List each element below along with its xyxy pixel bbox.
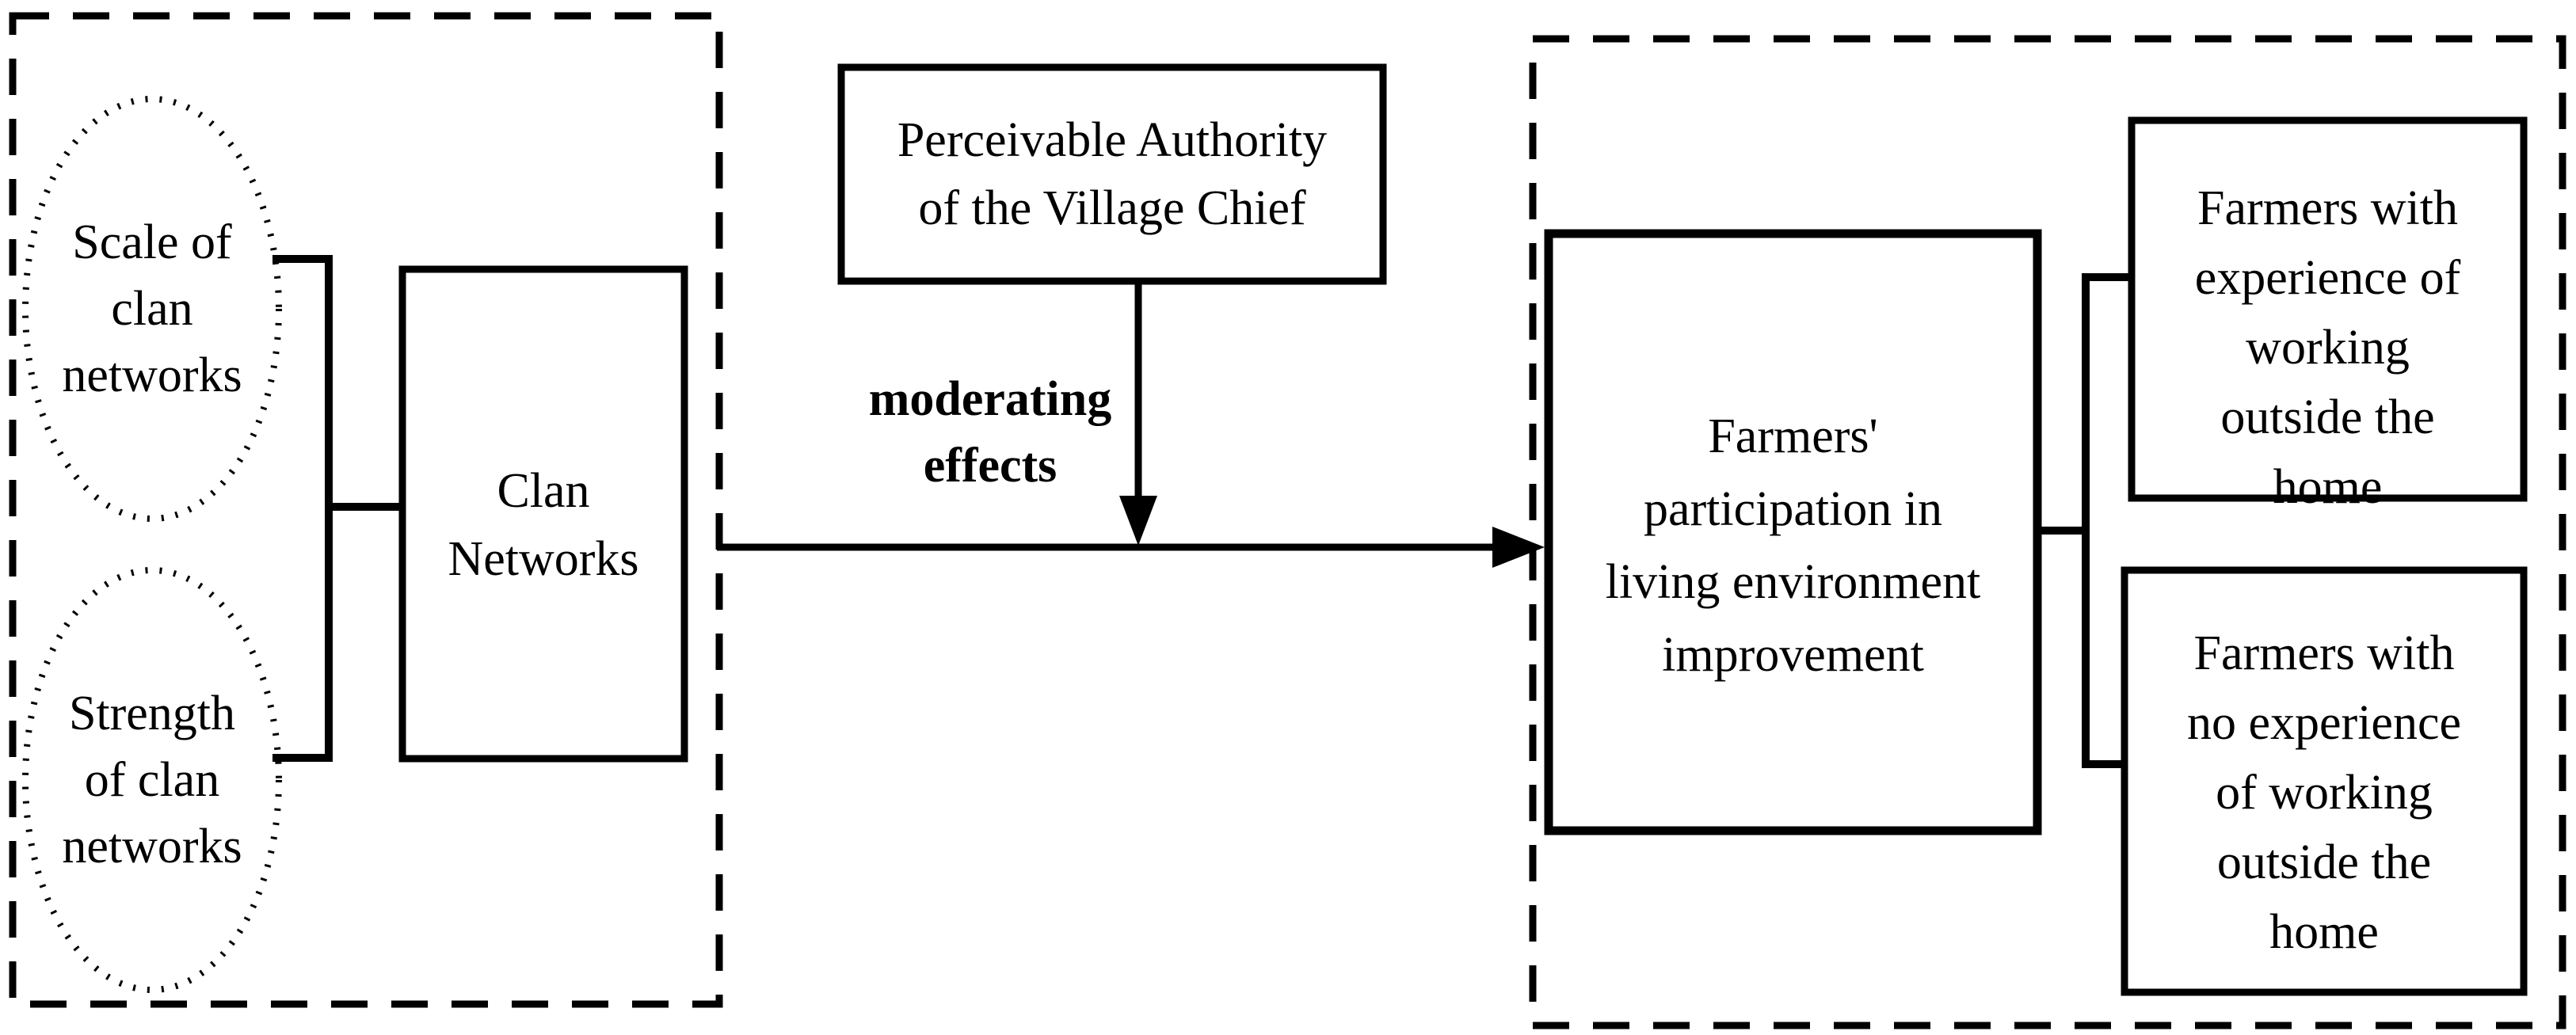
experience-box-label: Farmers with experience of working outsi… bbox=[2132, 120, 2524, 514]
no-experience-box-label: Farmers with no experience of working ou… bbox=[2124, 570, 2524, 992]
strength-ellipse-label: Strength of clan networks bbox=[17, 680, 287, 880]
text-line: experience of bbox=[2194, 250, 2461, 305]
text-line: participation in bbox=[1643, 482, 1943, 536]
right-bracket-connector bbox=[2036, 273, 2132, 768]
text-line: Perceivable Authority bbox=[897, 113, 1328, 167]
text-line: Farmers' bbox=[1708, 409, 1878, 463]
text-line: of clan bbox=[84, 753, 220, 807]
text-line: of the Village Chief bbox=[918, 181, 1306, 235]
moderating-effects-label: moderating effects bbox=[832, 366, 1149, 499]
text-line: effects bbox=[923, 439, 1057, 493]
text-line: living environment bbox=[1605, 555, 1981, 609]
text-line: networks bbox=[62, 820, 242, 873]
authority-box-border bbox=[837, 63, 1387, 285]
text-line: improvement bbox=[1662, 628, 1924, 682]
text-line: Strength bbox=[68, 687, 236, 740]
text-line: outside the bbox=[2220, 390, 2435, 444]
text-line: networks bbox=[62, 348, 242, 402]
text-line: moderating bbox=[868, 372, 1112, 426]
text-line: Scale of bbox=[72, 215, 232, 269]
clan-networks-box-label: Clan Networks bbox=[402, 269, 684, 759]
scale-ellipse-label: Scale of clan networks bbox=[17, 209, 287, 409]
text-line: no experience bbox=[2187, 695, 2461, 750]
text-line: Clan bbox=[497, 464, 590, 518]
text-line: home bbox=[2269, 904, 2379, 959]
text-line: clan bbox=[111, 282, 193, 336]
text-line: working bbox=[2246, 320, 2410, 375]
participation-box-label: Farmers' participation in living environ… bbox=[1549, 234, 2037, 831]
right-dashed-group-border bbox=[1529, 35, 2566, 1029]
clan-networks-box-border bbox=[398, 265, 688, 763]
text-line: outside the bbox=[2216, 835, 2432, 889]
left-bracket-connector bbox=[272, 255, 404, 762]
experience-box-border bbox=[2128, 116, 2528, 502]
text-line: Farmers with bbox=[2197, 181, 2458, 235]
text-line: of working bbox=[2216, 765, 2433, 820]
left-dashed-group-border bbox=[9, 12, 723, 1008]
no-experience-box-border bbox=[2121, 566, 2528, 996]
authority-box-label: Perceivable Authority of the Village Chi… bbox=[841, 67, 1383, 281]
main-arrowhead bbox=[1492, 527, 1545, 568]
strength-ellipse-outline bbox=[22, 567, 282, 993]
text-line: home bbox=[2273, 459, 2383, 514]
text-line: Networks bbox=[448, 532, 639, 586]
scale-ellipse-outline bbox=[22, 96, 282, 522]
text-line: Farmers with bbox=[2193, 626, 2455, 680]
moderating-arrowhead bbox=[1119, 496, 1157, 546]
